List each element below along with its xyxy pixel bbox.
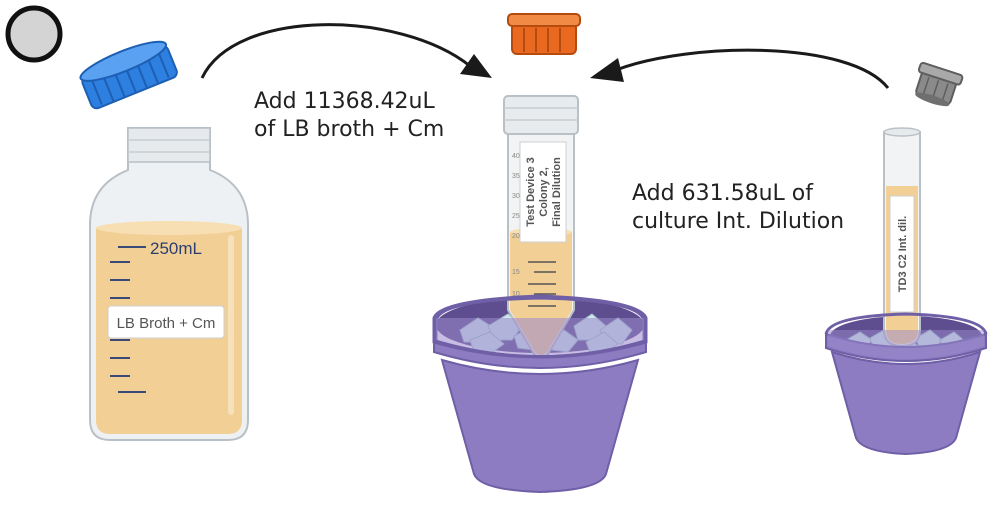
add-culture-line1: Add 631.58uL of [632, 181, 813, 206]
conical-cap-icon [507, 13, 581, 55]
add-broth-line2: of LB broth + Cm [254, 117, 445, 142]
arrow-testtube-to-tube [615, 48, 890, 89]
add-culture-line2: culture Int. Dilution [632, 209, 845, 234]
add-broth-instruction: Add 11368.42uL of LB broth + Cm [254, 88, 444, 144]
test-tube: TD3 C2 Int. dil. [883, 61, 964, 348]
bottle-volume-mark: 250mL [150, 239, 202, 258]
bottle-label: LB Broth + Cm [117, 315, 216, 332]
add-culture-instruction: Add 631.58uL of culture Int. Dilution [632, 180, 844, 236]
conical-label-line3: Final Dilution [551, 157, 563, 227]
graduation-label: 35 [512, 173, 520, 180]
lb-broth-bottle: 250mL LB Broth + Cm [79, 40, 249, 441]
arrow-icon [460, 54, 492, 78]
ice-bucket-icon [432, 294, 648, 494]
graduation-label: 25 [512, 213, 520, 220]
graduation-label: 15 [512, 269, 520, 276]
graduation-label: 20 [512, 233, 520, 240]
graduation-label: 30 [512, 193, 520, 200]
tube-cap-icon [915, 61, 964, 107]
test-tube-label: TD3 C2 Int. dil. [897, 216, 909, 292]
arrow-icon [590, 58, 624, 82]
bottle-cap-icon [79, 40, 178, 110]
conical-label-line2: Colony 2, [538, 167, 550, 217]
empty-circle-icon [5, 5, 63, 63]
add-broth-line1: Add 11368.42uL [254, 89, 435, 114]
graduation-label: 10 [512, 291, 520, 298]
arrow-bottle-to-tube [200, 23, 471, 79]
conical-label-line1: Test Device 3 [525, 157, 537, 227]
ice-bucket-icon [824, 312, 988, 456]
graduation-label: 40 [512, 153, 520, 160]
